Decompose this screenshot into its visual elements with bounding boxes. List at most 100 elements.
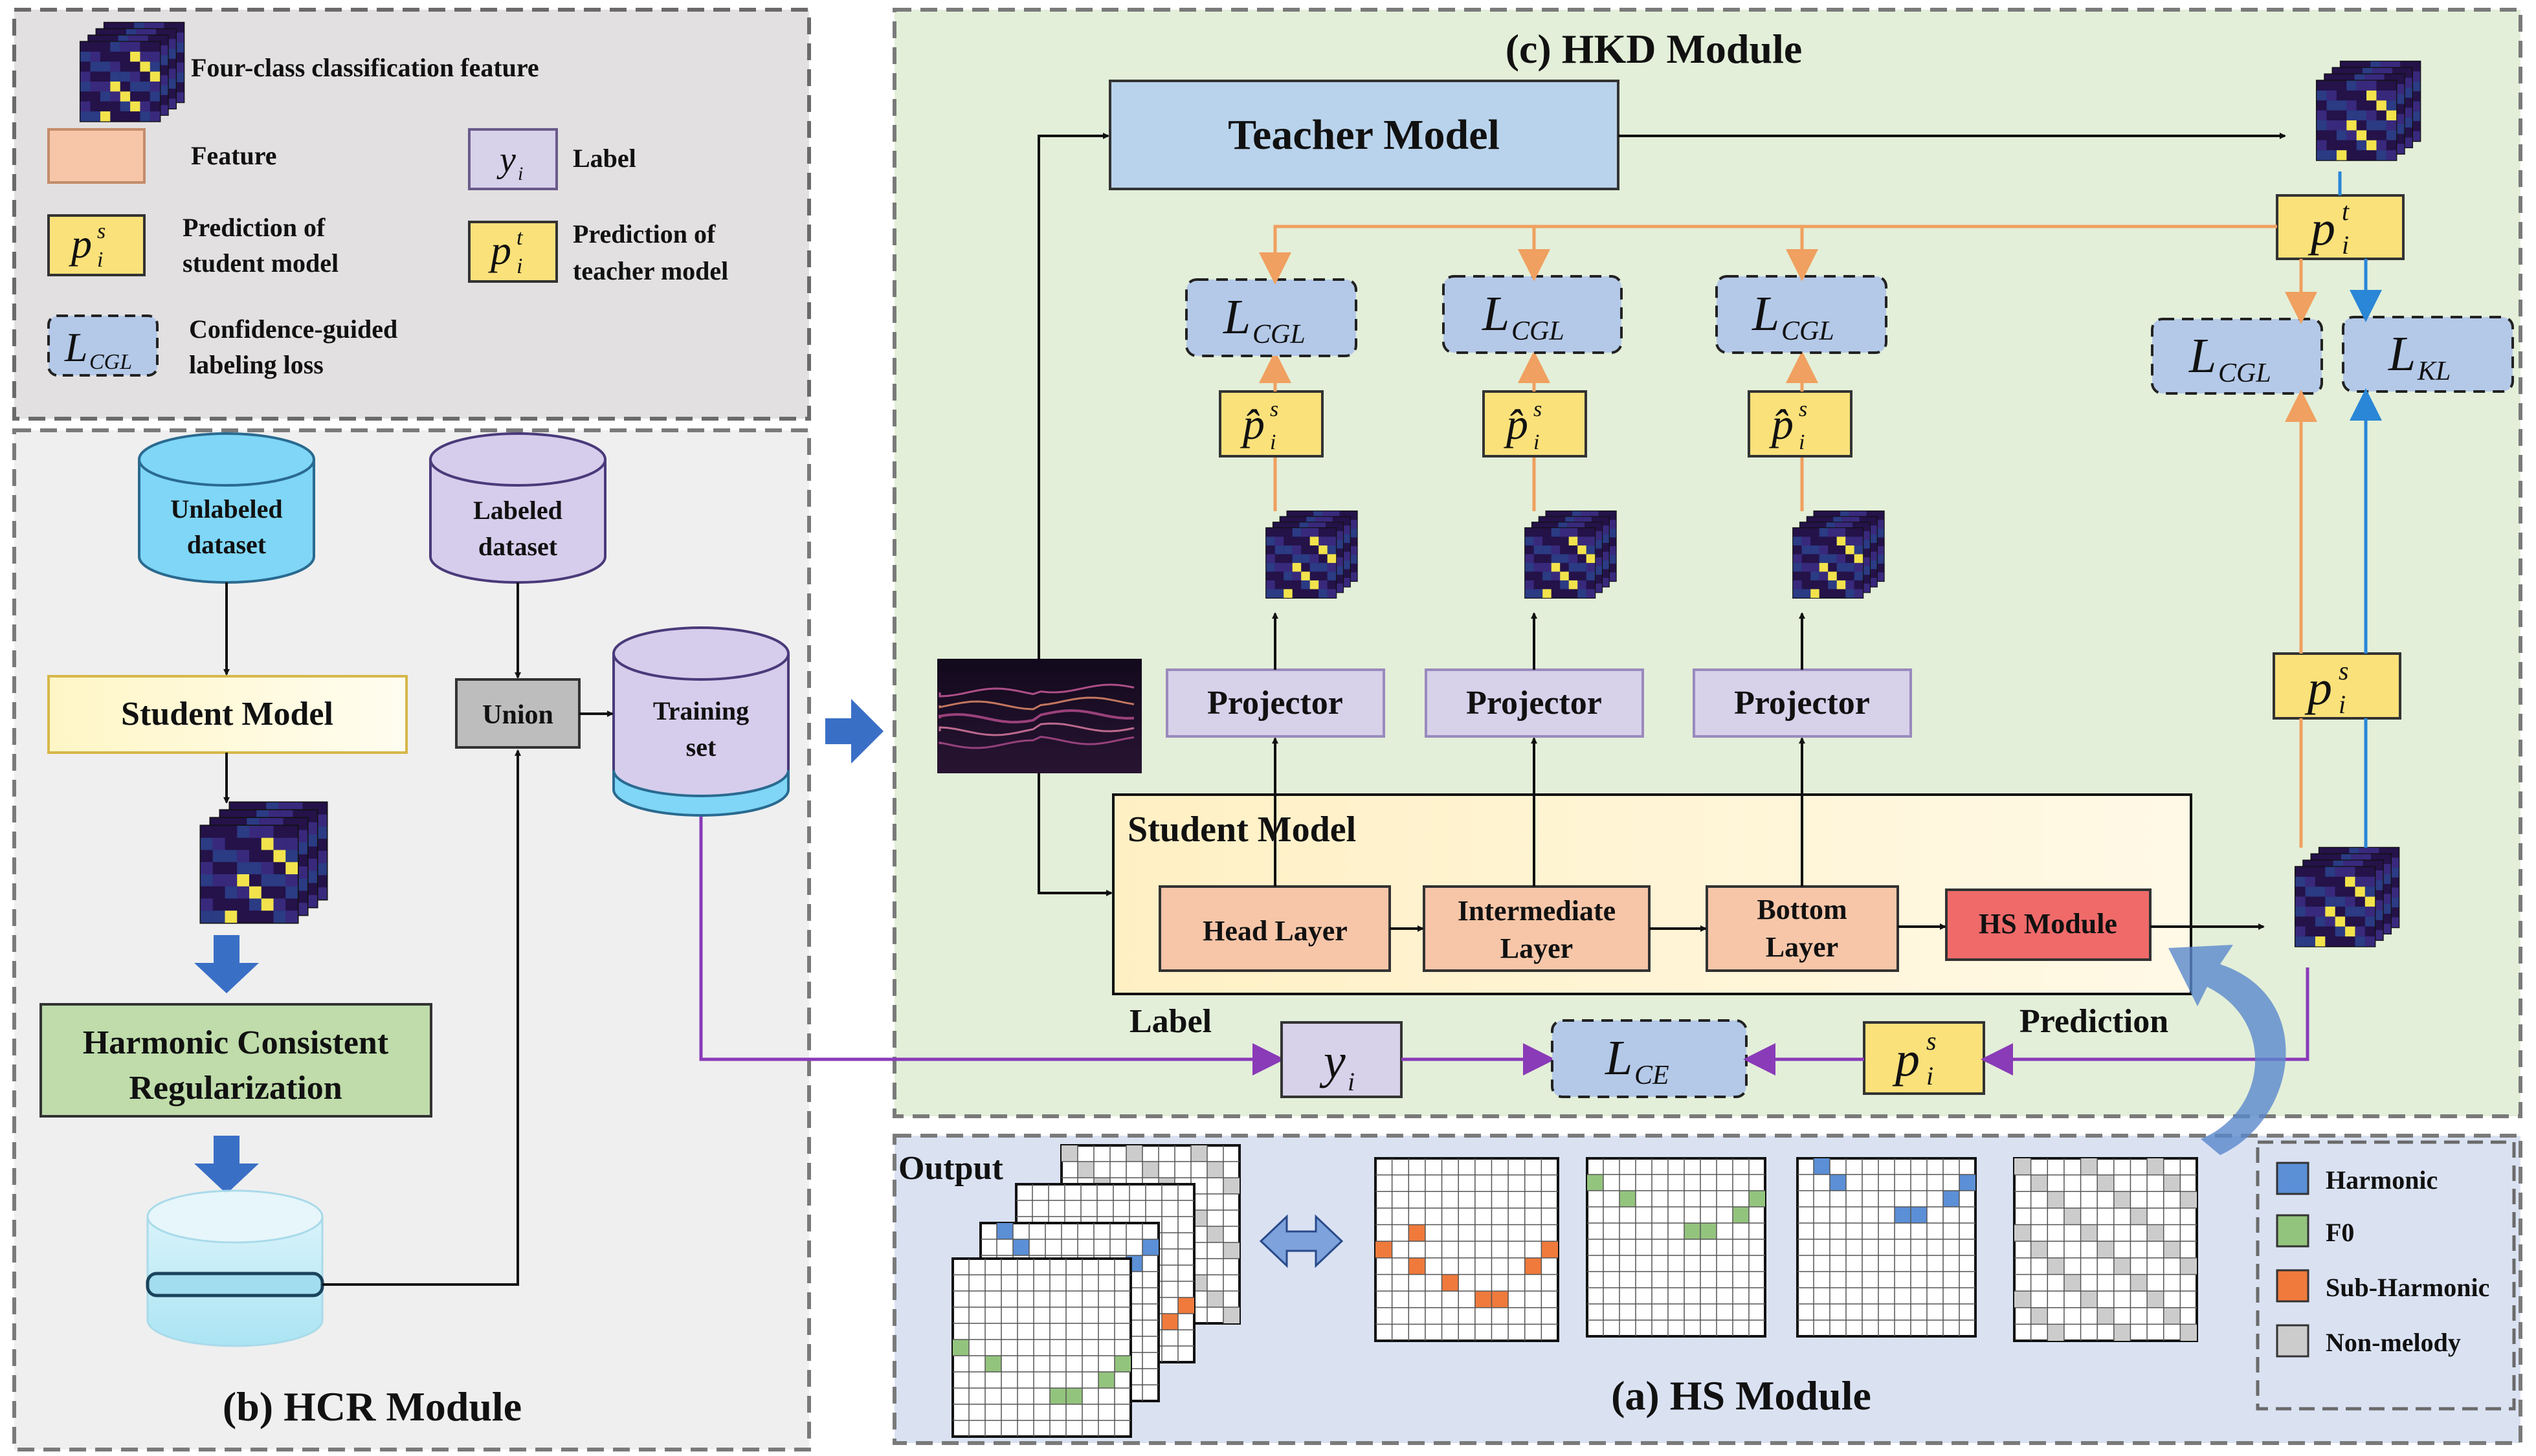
kl-loss: L KL	[2342, 316, 2514, 393]
student-prediction-bottom: p s i	[1863, 1021, 1985, 1095]
legend-teacher-pred-t: t	[517, 226, 524, 250]
hcr-block-arrow-2	[194, 1136, 259, 1194]
svg-text:t: t	[2342, 197, 2350, 226]
svg-text:L: L	[2188, 329, 2216, 383]
hkd-title: (c) HKD Module	[1506, 26, 1803, 72]
arrow-output-to-pred	[1981, 967, 2309, 1075]
ce-loss: L CE	[1551, 1019, 1748, 1098]
intermediate-layer-box	[1423, 885, 1651, 972]
hs-output-text: Output	[898, 1150, 1004, 1187]
projector-1-text: Projector	[1207, 685, 1343, 722]
teacher-output-feature-map	[2315, 60, 2421, 161]
hs-decomposed-maps	[1374, 1157, 2198, 1342]
hcr-feature-map-icon	[199, 801, 328, 924]
svg-text:s: s	[1533, 397, 1542, 421]
labeled-dataset-cylinder	[429, 432, 606, 584]
labeled-dataset-text-2: dataset	[478, 532, 558, 561]
sub-harmonic-text: Sub-Harmonic	[2326, 1273, 2489, 1302]
legend-cgl-sub: CGL	[89, 350, 132, 374]
svg-text:s: s	[1270, 397, 1278, 421]
head-layer-box	[1159, 885, 1391, 972]
hs-zoom-curved-arrow	[2168, 945, 2286, 1155]
prediction-text: Prediction	[2019, 1003, 2168, 1040]
hs-module-box	[1945, 888, 2152, 961]
training-set-text-1: Training	[653, 696, 749, 725]
student-layer-pred-2: p̂ s i	[1482, 390, 1587, 458]
svg-text:p: p	[1892, 1032, 1920, 1086]
svg-text:L: L	[1752, 287, 1779, 341]
legend-student-pred-text-2: student model	[183, 248, 339, 278]
union-box	[455, 678, 581, 749]
teacher-model-box	[1109, 80, 1619, 190]
teacher-prediction: p t i	[2276, 194, 2405, 260]
non-melody-text: Non-melody	[2326, 1328, 2461, 1357]
hcr-to-hkd-block-arrow	[825, 699, 884, 764]
arrow-input-to-teacher	[1038, 133, 1109, 659]
arrow-training-set-to-label	[699, 817, 1285, 1075]
intermediate-layer-text-1: Intermediate	[1458, 895, 1616, 927]
svg-text:p̂: p̂	[1240, 399, 1265, 448]
legend-teacher-pred-text-2: teacher model	[573, 256, 728, 285]
legend-cgl-L: L	[64, 324, 88, 370]
student-layer-pred-1: p̂ s i	[1219, 390, 1324, 458]
legend-student-pred-i: i	[97, 248, 103, 272]
training-set-cylinder	[612, 626, 790, 817]
legend-feature-map-icon	[79, 21, 185, 122]
bottom-layer-text-1: Bottom	[1757, 894, 1847, 925]
hkd-student-model-text: Student Model	[1128, 810, 1356, 850]
legend-student-pred-swatch	[47, 214, 146, 276]
svg-text:s: s	[1799, 397, 1807, 421]
legend-teacher-pred-text-1: Prediction of	[573, 219, 716, 248]
sub-harmonic-swatch	[2276, 1269, 2309, 1303]
harmonic-text: Harmonic	[2326, 1165, 2438, 1195]
hcr-regularization-box	[39, 1003, 432, 1118]
svg-text:L: L	[1605, 1031, 1632, 1085]
pseudo-labeled-dataset-cylinder	[146, 1189, 324, 1347]
svg-text:CE: CE	[1634, 1061, 1669, 1090]
svg-text:i: i	[1348, 1067, 1355, 1096]
legend-student-pred-text-1: Prediction of	[183, 213, 326, 242]
projector-2-text: Projector	[1466, 685, 1602, 722]
student-prediction-right: p s i	[2273, 652, 2401, 720]
cgl-loss-2: L CGL	[1442, 275, 1623, 354]
student-layer-pred-3: p̂ s i	[1748, 390, 1852, 458]
projector-3-feature-map	[1792, 510, 1885, 599]
f0-swatch	[2276, 1214, 2309, 1248]
svg-text:CGL: CGL	[1252, 320, 1306, 349]
legend-label-symbol-sub: i	[518, 163, 523, 184]
legend-four-class-text: Four-class classification feature	[191, 53, 539, 82]
bottom-layer-box	[1706, 885, 1899, 972]
svg-text:CGL: CGL	[2218, 358, 2271, 388]
svg-text:i: i	[1533, 430, 1539, 454]
svg-text:p̂: p̂	[1769, 399, 1794, 448]
bottom-layer-text-2: Layer	[1766, 931, 1838, 963]
arrow-teacher-pred-to-cgl-bus	[1259, 225, 2277, 285]
svg-text:CGL: CGL	[1781, 316, 1834, 346]
input-spectrogram	[937, 659, 1142, 773]
legend-cgl-text-1: Confidence-guided	[189, 314, 397, 344]
cgl-loss-final: L CGL	[2151, 318, 2323, 395]
labeled-dataset-text-1: Labeled	[473, 496, 562, 525]
svg-text:p: p	[2308, 201, 2335, 256]
legend-student-pred-p: p	[69, 221, 92, 267]
svg-text:i: i	[1799, 430, 1805, 454]
svg-text:KL: KL	[2417, 357, 2451, 386]
head-layer-text: Head Layer	[1203, 915, 1348, 947]
hs-legend-box	[2256, 1140, 2516, 1411]
label-text: Label	[1129, 1003, 1212, 1040]
hs-double-arrow	[1259, 1214, 1344, 1268]
intermediate-layer-text-2: Layer	[1500, 932, 1573, 964]
svg-text:CGL: CGL	[1511, 316, 1564, 346]
svg-text:p̂: p̂	[1504, 399, 1528, 448]
non-melody-swatch	[2276, 1324, 2309, 1358]
svg-text:L: L	[1223, 290, 1251, 344]
cgl-loss-1: L CGL	[1185, 278, 1357, 357]
hcr-regularization-text-2: Regularization	[129, 1070, 342, 1107]
legend-teacher-pred-p: p	[488, 227, 511, 273]
arrow-input-to-student	[1038, 773, 1113, 896]
projector-1-feature-map	[1265, 510, 1358, 599]
svg-text:i: i	[1270, 430, 1276, 454]
f0-text: F0	[2326, 1218, 2354, 1247]
svg-text:s: s	[1926, 1026, 1937, 1055]
